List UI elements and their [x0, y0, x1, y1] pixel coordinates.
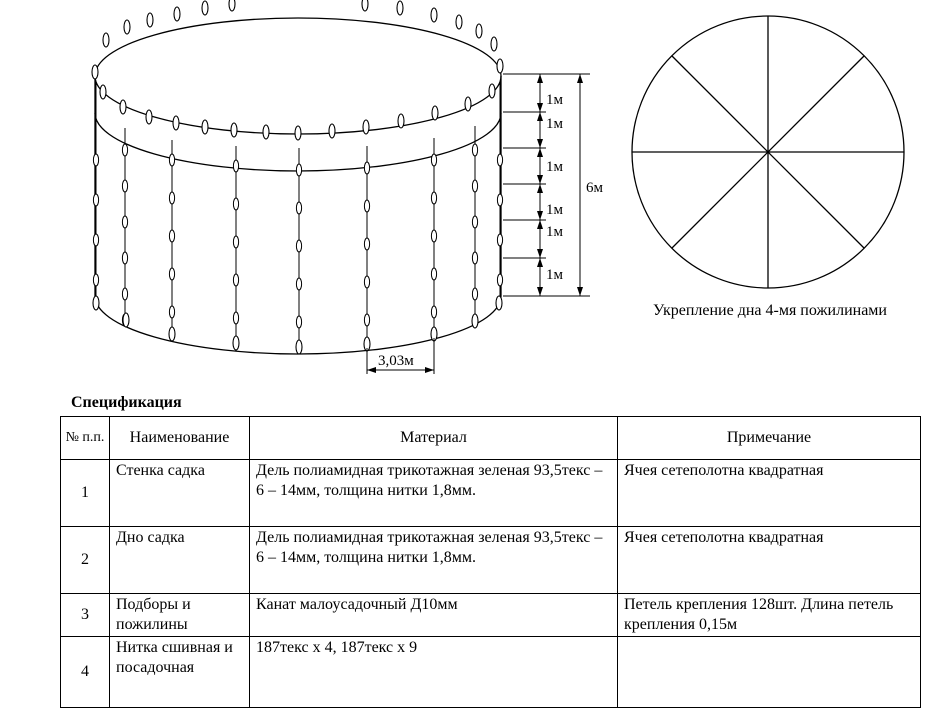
cage-upper-band — [94, 112, 502, 172]
spec-table: № п.п. Наименование Материал Примечание … — [60, 416, 921, 708]
cell-material: Дель полиамидная трикотажная зеленая 93,… — [249, 526, 618, 594]
header-note: Примечание — [617, 416, 921, 460]
cage-body — [94, 17, 502, 355]
header-no: № п.п. — [60, 416, 110, 460]
cell-material: Канат малоусадочный Д10мм — [249, 593, 618, 637]
cell-material: 187текс х 4, 187текс х 9 — [249, 636, 618, 708]
dim-label-4: 1м — [546, 202, 564, 218]
dimension-arrows — [537, 74, 583, 296]
width-label: 3,03м — [378, 353, 414, 369]
spec-title: Спецификация — [71, 394, 182, 411]
dim-label-2: 1м — [546, 116, 564, 132]
cell-name: Подборы и пожилины — [109, 593, 250, 637]
rope-loops — [92, 143, 504, 329]
cell-note: Ячея сетеполотна квадратная — [617, 526, 921, 594]
cell-note: Петель крепления 128шт. Длина петель кре… — [617, 593, 921, 637]
dim-label-3: 1м — [546, 159, 564, 175]
table-row: 4 Нитка сшивная и посадочная 187текс х 4… — [60, 636, 921, 708]
header-name: Наименование — [109, 416, 250, 460]
table-row: 3 Подборы и пожилины Канат малоусадочный… — [60, 593, 921, 637]
diagram-caption: Укрепление дна 4-мя пожилинами — [653, 302, 887, 319]
table-header-row: № п.п. Наименование Материал Примечание — [60, 416, 921, 460]
bottom-rim-loops — [92, 295, 503, 355]
cell-no: 4 — [60, 636, 110, 708]
dim-label-total: 6м — [586, 180, 604, 196]
width-dimension — [366, 338, 435, 374]
cell-no: 1 — [60, 459, 110, 527]
height-labels: 1м 1м 1м 1м 1м 1м 6м — [546, 92, 604, 283]
cage-drawing: 1м 1м 1м 1м 1м 1м 6м 3,03м — [91, 0, 905, 374]
dim-label-6: 1м — [546, 267, 564, 283]
top-rim-loops — [91, 0, 504, 141]
cell-name: Стенка садка — [109, 459, 250, 527]
cell-no: 3 — [60, 593, 110, 637]
cell-name: Дно садка — [109, 526, 250, 594]
cell-note — [617, 636, 921, 708]
header-material: Материал — [249, 416, 618, 460]
cell-no: 2 — [60, 526, 110, 594]
table-row: 2 Дно садка Дель полиамидная трикотажная… — [60, 526, 921, 594]
cell-name: Нитка сшивная и посадочная — [109, 636, 250, 708]
dim-label-5: 1м — [546, 224, 564, 240]
cell-material: Дель полиамидная трикотажная зеленая 93,… — [249, 459, 618, 527]
vertical-ropes — [95, 82, 501, 347]
cell-note: Ячея сетеполотна квадратная — [617, 459, 921, 527]
bottom-reinforcement-diagram — [631, 15, 905, 289]
cage-top-rim — [94, 17, 502, 135]
dim-label-1: 1м — [546, 92, 564, 108]
table-row: 1 Стенка садка Дель полиамидная трикотаж… — [60, 459, 921, 527]
